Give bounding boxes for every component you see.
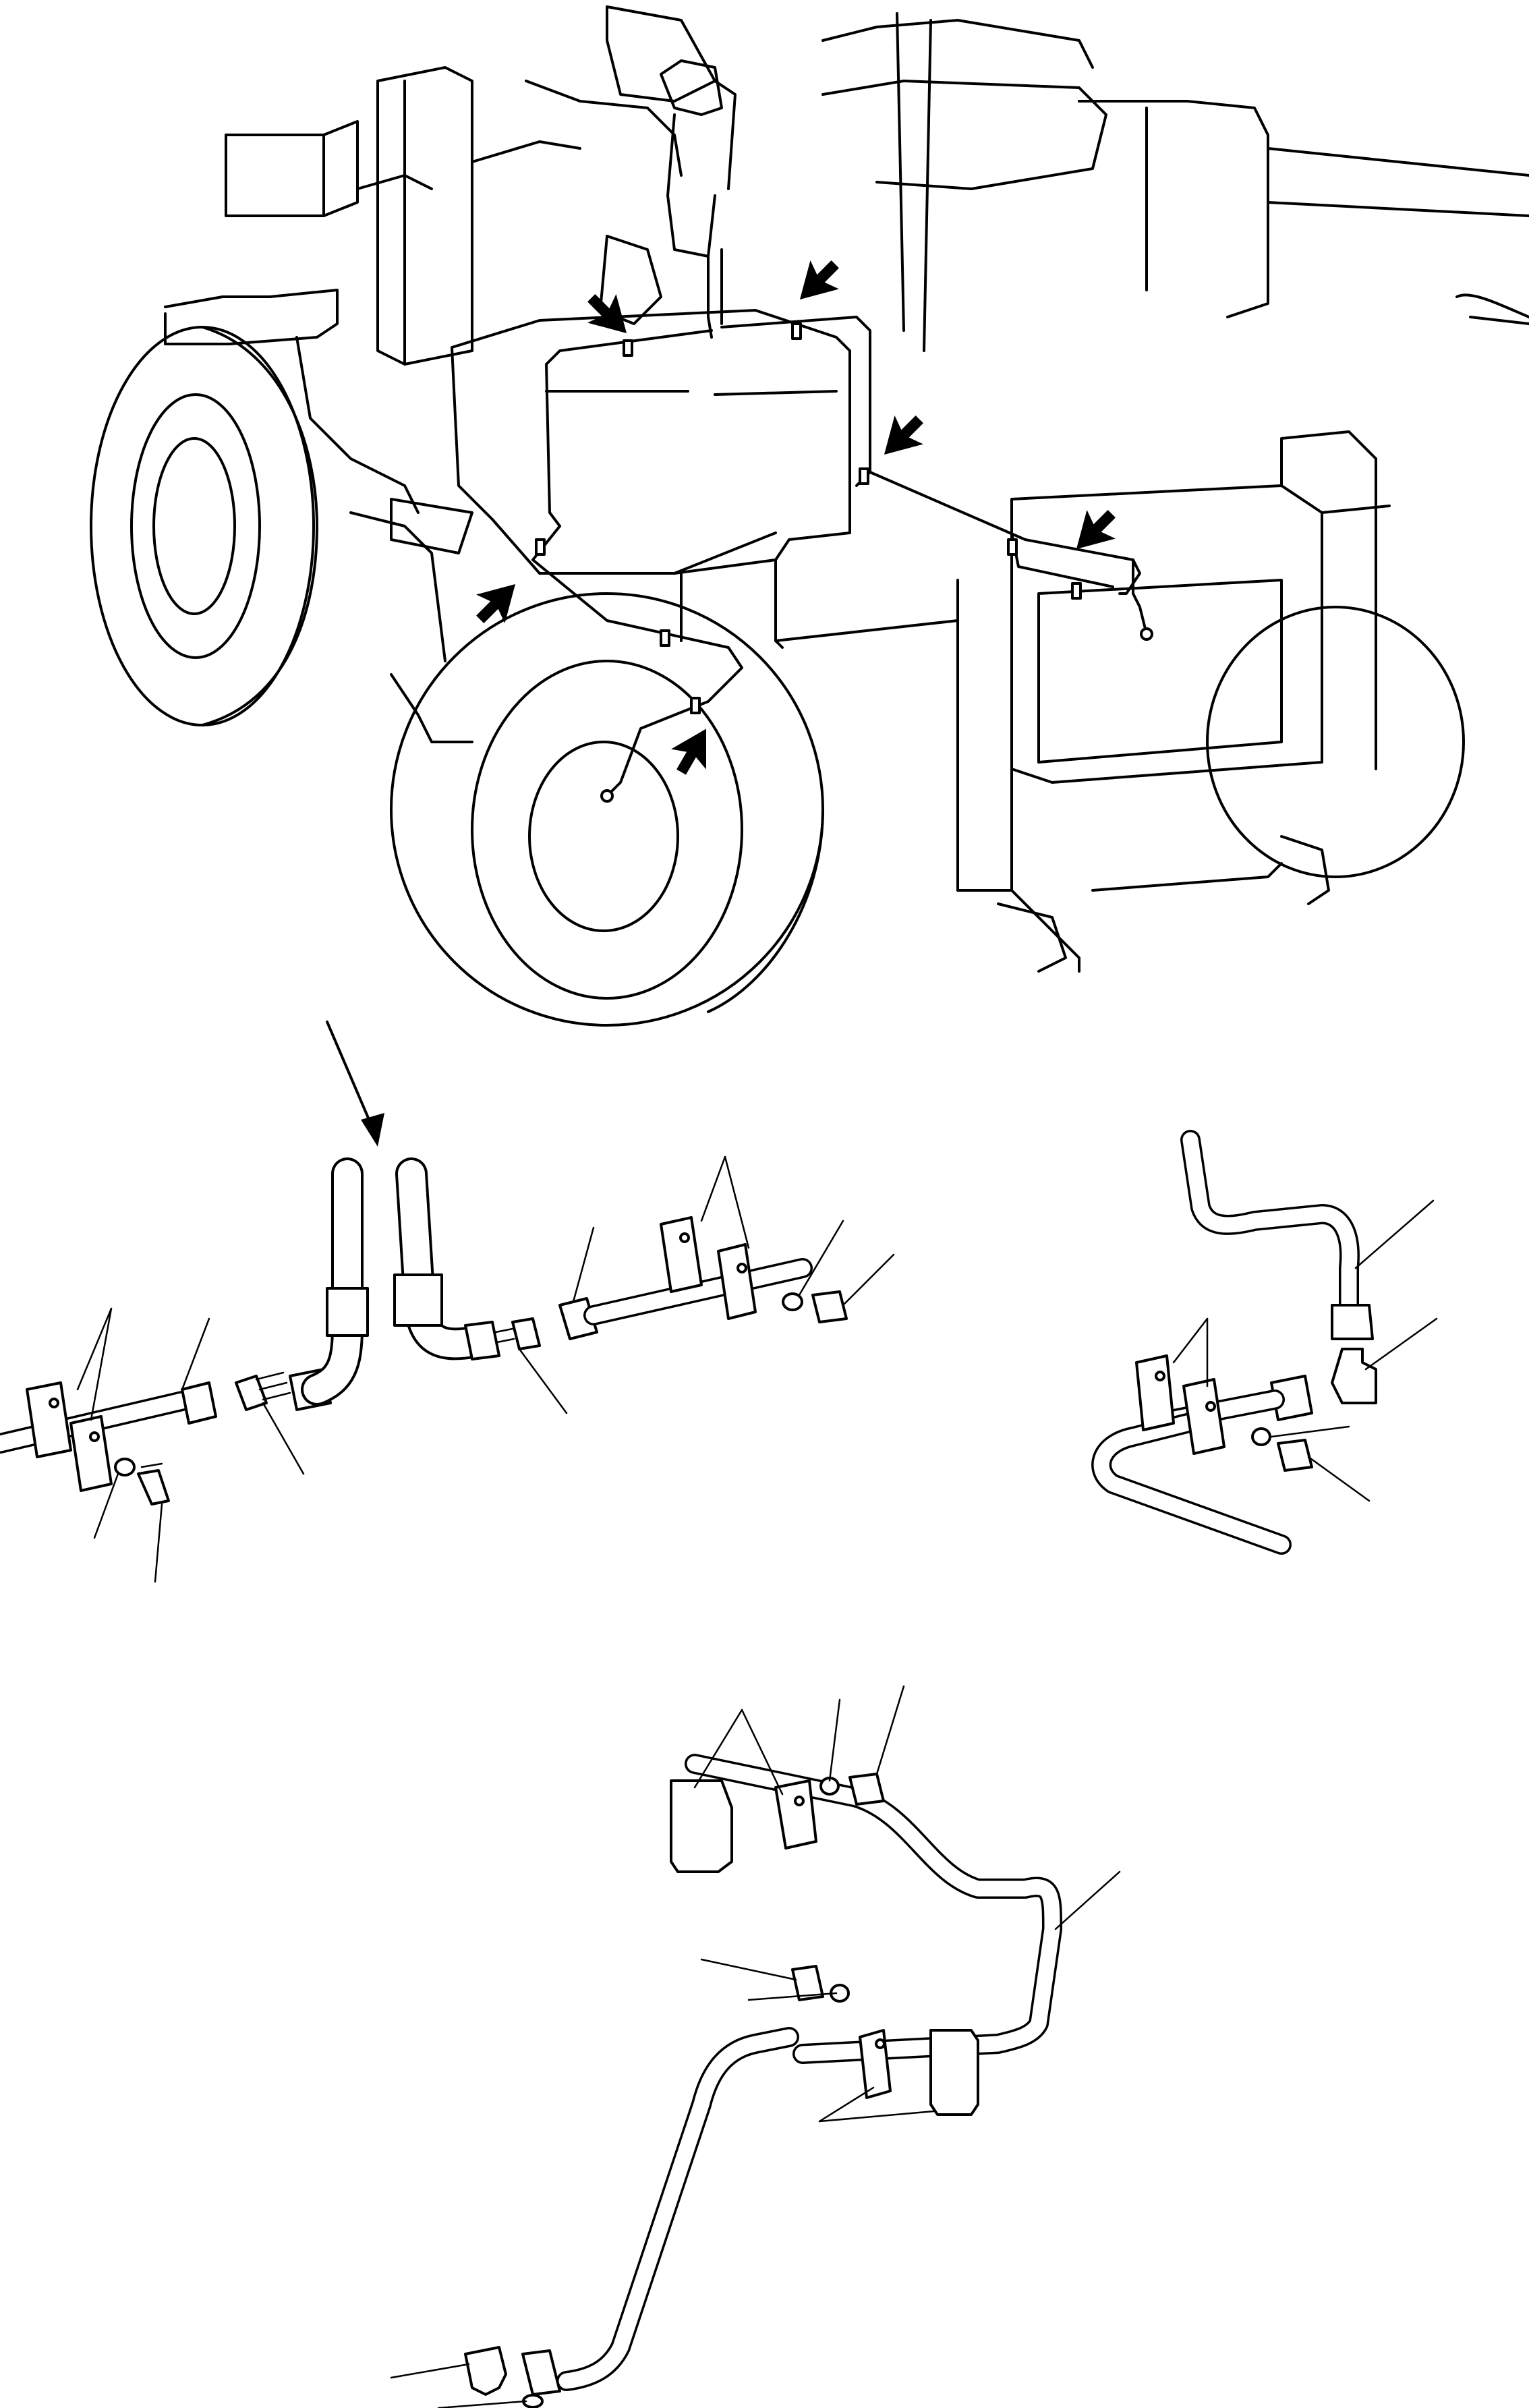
callout-leader-icon [798, 1220, 844, 1296]
machine-overview-view [90, 5, 1529, 1027]
hose-nut-right [464, 1321, 500, 1360]
hose-crimp-right [393, 1273, 443, 1327]
callout-leader-icon [154, 1503, 163, 1583]
clamp-elbow [1135, 1354, 1225, 1455]
callout-leader-icon [1270, 1425, 1350, 1438]
callout-leader-icon [818, 2086, 875, 2123]
washer-right [782, 1292, 803, 1311]
callout-leader-icon [724, 1155, 750, 1249]
callout-leader-icon [572, 1226, 595, 1303]
bolt-upper [848, 1773, 885, 1806]
long-descending-tube [556, 2027, 799, 2391]
elbow-connection-detail [1091, 1130, 1438, 1555]
callout-leader-icon [741, 1709, 784, 1796]
callout-leader-icon [842, 1253, 895, 1307]
union-nut [181, 1381, 217, 1425]
clamp-lower [859, 2029, 979, 2116]
left-rear-wheel [90, 326, 318, 726]
callout-leader-icon [181, 1317, 210, 1391]
brake-line-routing [531, 248, 1153, 803]
hose-connection-detail [0, 1021, 895, 1583]
callout-leader-icon [262, 1402, 305, 1475]
union-nut-bottom [521, 2349, 561, 2396]
pointer-arrow-icon [326, 1021, 384, 1147]
callout-leader-icon [700, 1155, 726, 1222]
bolt-lower [791, 1965, 824, 2001]
locator-arrow-icon [869, 405, 934, 469]
callout-leader-icon [693, 1709, 743, 1789]
callout-leader-icon [1054, 1870, 1121, 1930]
elbow-fitting [1331, 1348, 1377, 1404]
callout-leader-icon [518, 1348, 568, 1414]
washer-elbow [1251, 1427, 1271, 1446]
callout-leader-icon [747, 1992, 838, 2001]
front-wheel [390, 592, 824, 1027]
callout-leader-icon [1307, 1456, 1371, 1502]
callout-leader-icon [875, 1685, 905, 1775]
steering-column [599, 12, 932, 352]
callout-leaders-bracket [390, 1685, 1121, 2408]
callout-leader-icon [76, 1307, 113, 1391]
clamp-left [26, 1381, 113, 1492]
callout-leader-icon [390, 2363, 470, 2379]
callout-leader-icon [818, 2110, 935, 2123]
callout-leader-icon [90, 1307, 113, 1421]
callout-leaders-hose [76, 1155, 895, 1583]
bolt [137, 1462, 170, 1506]
clamp-bracket-detail [390, 1685, 1121, 2408]
clamp-right [660, 1216, 757, 1320]
operator-seat [525, 5, 1529, 325]
adapter-fitting [235, 1375, 268, 1411]
machine-right-frame [956, 430, 1465, 973]
bolt-right [811, 1290, 848, 1323]
tube-nut [1331, 1304, 1374, 1340]
bolt-elbow [1277, 1439, 1313, 1472]
hose-crimp-left [326, 1287, 369, 1337]
locator-arrow-icon [785, 250, 850, 314]
callout-leader-icon [1354, 1199, 1435, 1269]
washer [114, 1458, 136, 1477]
callout-leader-icon [1364, 1317, 1438, 1371]
machine-left-frame [164, 66, 581, 743]
callout-leader-icon [437, 2400, 527, 2408]
central-box [451, 309, 959, 649]
callout-leader-icon [93, 1472, 119, 1539]
callout-leader-icon [1172, 1317, 1209, 1364]
callout-leader-icon [700, 1958, 797, 1981]
clamp-upper [670, 1779, 817, 1873]
elbow-fitting-bottom [464, 2346, 507, 2396]
adapter-fitting-right [511, 1317, 541, 1350]
callout-leaders-elbow [1172, 1199, 1438, 1502]
callout-leader-icon [828, 1698, 841, 1782]
